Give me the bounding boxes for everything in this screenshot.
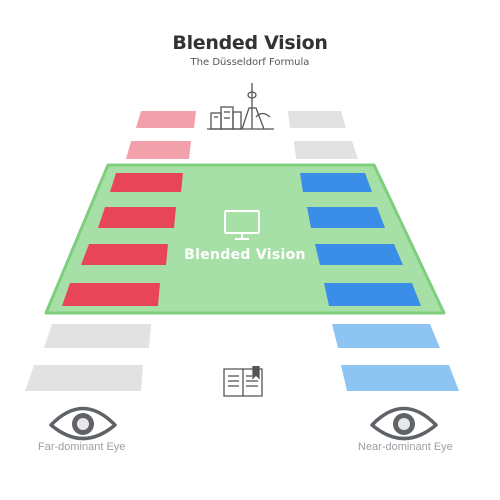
far-bar-6 (62, 283, 160, 306)
far-dominant-eye-icon (49, 406, 117, 441)
monitor-icon (224, 210, 260, 240)
diagram-title: Blended Vision (172, 32, 328, 54)
blended-vision-label: Blended Vision (184, 247, 306, 263)
diagram-subtitle: The Düsseldorf Formula (190, 57, 310, 68)
near-bar-4 (307, 207, 385, 228)
near-bar-6 (324, 283, 421, 306)
near-bar-8 (341, 365, 459, 391)
city-skyline-icon (207, 83, 274, 130)
far-bar-3 (110, 173, 183, 192)
far-bar-7 (44, 324, 151, 348)
far-eye-bars (25, 111, 196, 391)
near-dominant-eye-label: Near-dominant Eye (358, 441, 453, 453)
near-bar-7 (332, 324, 440, 348)
near-dominant-eye-icon (370, 406, 438, 441)
far-bar-8 (25, 365, 143, 391)
far-bar-4 (98, 207, 176, 228)
near-bar-5 (315, 244, 403, 265)
far-bar-1 (136, 111, 196, 128)
near-bar-3 (300, 173, 372, 192)
book-icon (223, 366, 263, 397)
far-dominant-eye-label: Far-dominant Eye (38, 441, 126, 453)
far-bar-2 (126, 141, 191, 159)
near-bar-2 (294, 141, 358, 159)
near-bar-1 (288, 111, 346, 128)
near-eye-bars (288, 111, 459, 391)
far-bar-5 (81, 244, 168, 265)
